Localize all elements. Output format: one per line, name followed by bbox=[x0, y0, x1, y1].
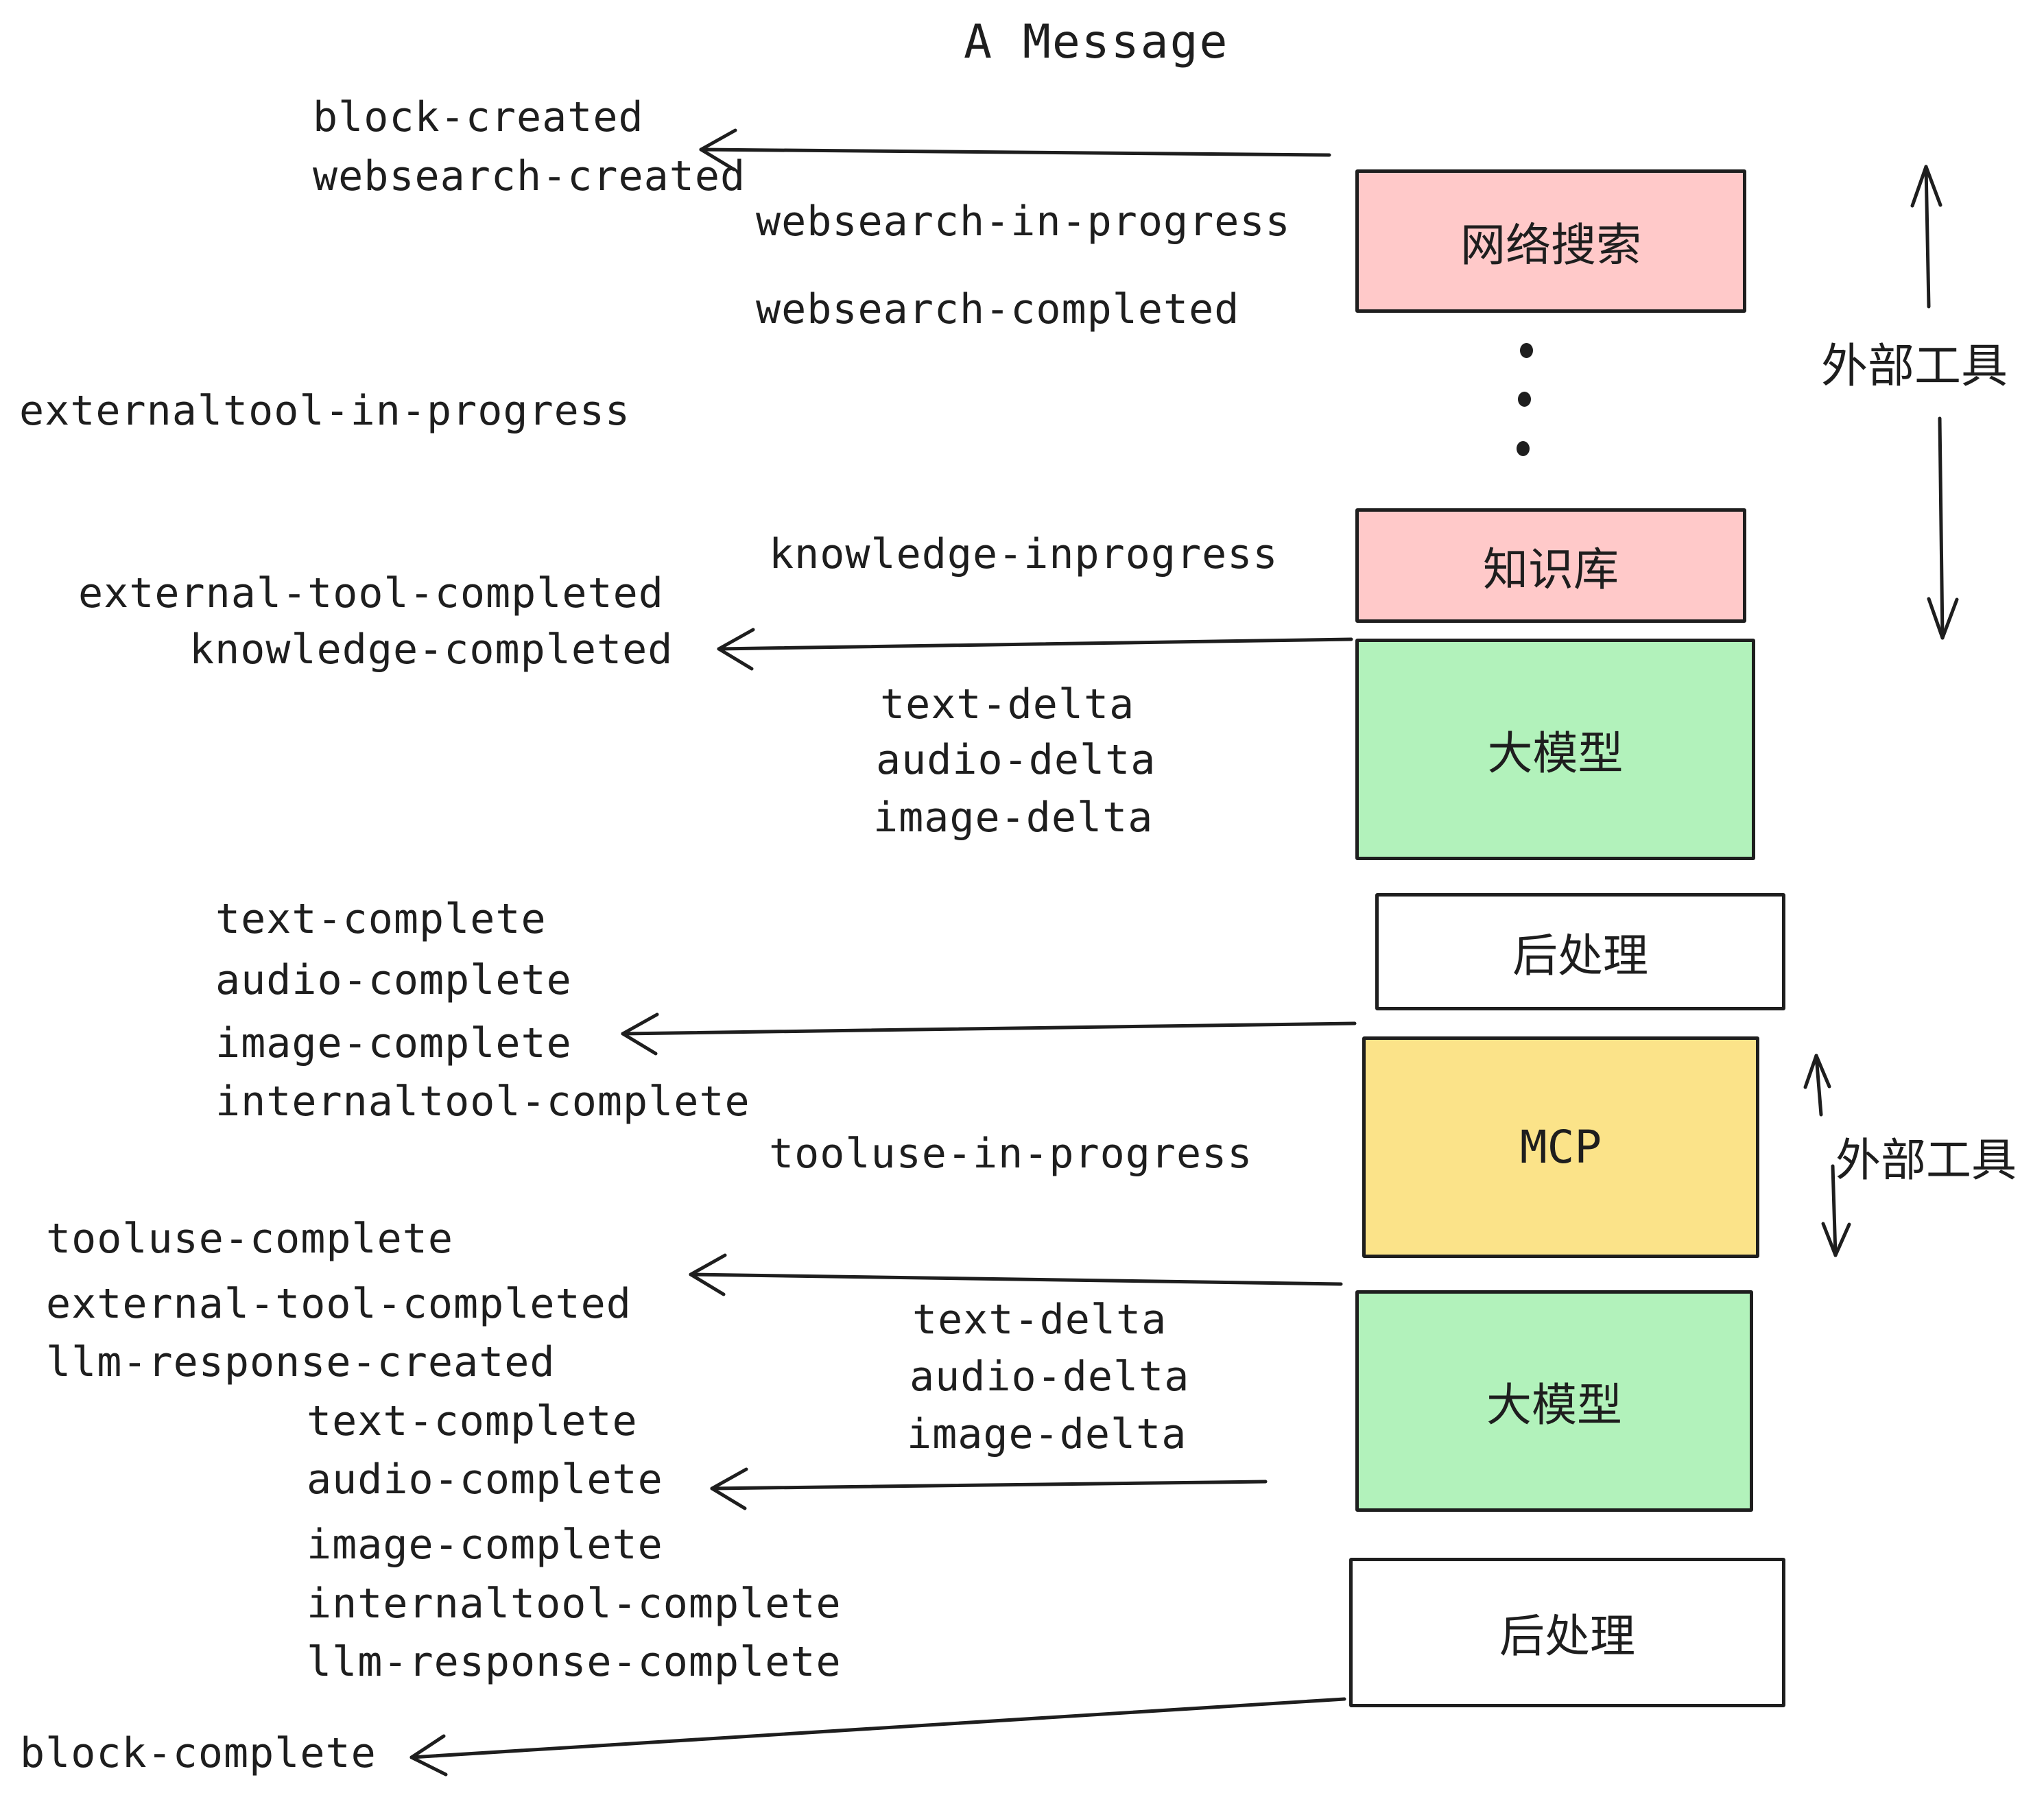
side-label-external-tools-top: 外部工具 bbox=[1821, 340, 2008, 394]
box-mcp: MCP bbox=[1362, 1036, 1759, 1258]
arrow-to-websearch-created bbox=[699, 128, 1331, 171]
event-label-external-tool-completed-2: external-tool-completed bbox=[46, 1280, 632, 1328]
event-label-llm-response-complete: llm-response-complete bbox=[307, 1638, 842, 1686]
event-label-llm-response-created: llm-response-created bbox=[46, 1338, 556, 1386]
event-label-tooluse-in-progress: tooluse-in-progress bbox=[769, 1130, 1253, 1178]
box-postprocess-2-label: 后处理 bbox=[1499, 1610, 1635, 1663]
box-postprocess-1: 后处理 bbox=[1375, 893, 1785, 1010]
arrow-to-image-complete-1 bbox=[621, 1012, 1357, 1056]
box-mcp-label: MCP bbox=[1519, 1121, 1602, 1174]
event-label-knowledge-inprogress: knowledge-inprogress bbox=[769, 530, 1279, 578]
event-label-text-delta-1: text-delta bbox=[880, 680, 1135, 728]
box-websearch: 网络搜索 bbox=[1355, 169, 1746, 313]
box-llm-2-label: 大模型 bbox=[1486, 1378, 1622, 1432]
box-knowledge: 知识库 bbox=[1355, 508, 1746, 623]
event-label-text-complete-2: text-complete bbox=[307, 1397, 638, 1445]
event-label-image-complete-2: image-complete bbox=[307, 1521, 663, 1569]
box-llm-1: 大模型 bbox=[1355, 639, 1755, 860]
event-label-websearch-completed: websearch-completed bbox=[756, 285, 1240, 333]
event-label-text-delta-2: text-delta bbox=[912, 1296, 1167, 1344]
event-label-image-complete-1: image-complete bbox=[215, 1019, 572, 1067]
box-llm-2: 大模型 bbox=[1355, 1290, 1753, 1512]
event-label-audio-complete-1: audio-complete bbox=[215, 956, 572, 1004]
side-label-external-tools-mid: 外部工具 bbox=[1835, 1134, 2017, 1187]
event-label-tooluse-complete: tooluse-complete bbox=[46, 1215, 453, 1263]
event-label-external-tool-completed-1: external-tool-completed bbox=[78, 569, 664, 617]
arrow-to-external-tool-completed-2 bbox=[689, 1253, 1343, 1296]
box-llm-1-label: 大模型 bbox=[1487, 726, 1624, 780]
arrow-external-tools-down-2 bbox=[1821, 1164, 1851, 1257]
box-postprocess-2: 后处理 bbox=[1349, 1558, 1785, 1707]
event-label-websearch-created: websearch-created bbox=[313, 152, 746, 200]
event-label-block-created: block-created bbox=[313, 93, 644, 141]
ellipsis-dot bbox=[1517, 441, 1530, 456]
ellipsis-dot bbox=[1518, 392, 1531, 407]
event-label-externaltool-in-progress: externaltool-in-progress bbox=[19, 387, 630, 435]
box-websearch-label: 网络搜索 bbox=[1460, 218, 1641, 272]
event-label-text-complete-1: text-complete bbox=[215, 895, 547, 943]
event-label-internaltool-complete-2: internaltool-complete bbox=[307, 1580, 842, 1628]
event-label-knowledge-completed: knowledge-completed bbox=[189, 626, 674, 674]
ellipsis-dot bbox=[1520, 343, 1533, 358]
event-label-internaltool-complete-1: internaltool-complete bbox=[215, 1078, 750, 1126]
arrow-to-knowledge-completed bbox=[717, 628, 1353, 671]
arrow-external-tools-up-2 bbox=[1803, 1054, 1831, 1117]
arrow-external-tools-down-1 bbox=[1927, 416, 1959, 640]
event-label-audio-complete-2: audio-complete bbox=[307, 1456, 663, 1504]
box-postprocess-1-label: 后处理 bbox=[1512, 929, 1648, 982]
event-label-image-delta-1: image-delta bbox=[873, 794, 1154, 842]
event-label-audio-delta-2: audio-delta bbox=[910, 1353, 1190, 1401]
arrow-external-tools-up-1 bbox=[1910, 165, 1942, 309]
box-knowledge-label: 知识库 bbox=[1483, 543, 1619, 596]
arrow-to-audio-complete-2 bbox=[710, 1467, 1268, 1510]
event-label-image-delta-2: image-delta bbox=[907, 1410, 1187, 1458]
event-label-block-complete: block-complete bbox=[20, 1729, 377, 1777]
diagram-title: A Message bbox=[964, 15, 1229, 69]
event-label-audio-delta-1: audio-delta bbox=[876, 736, 1156, 784]
arrow-to-block-complete bbox=[409, 1697, 1346, 1777]
event-label-websearch-in-progress: websearch-in-progress bbox=[756, 198, 1291, 246]
